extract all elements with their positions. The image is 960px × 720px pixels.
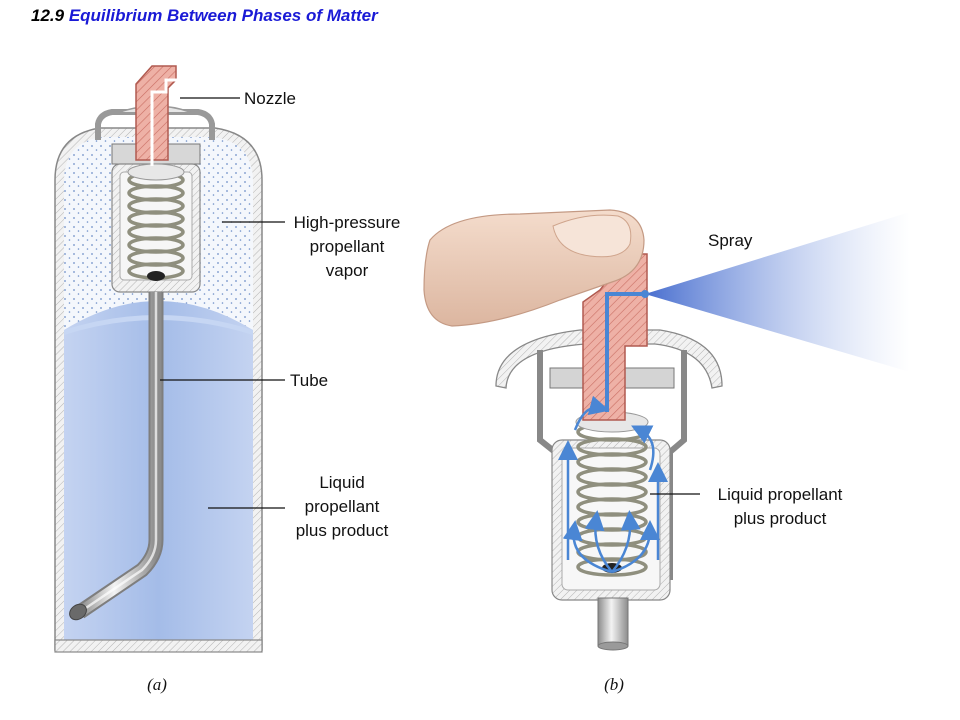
section-title: Equilibrium Between Phases of Matter (68, 6, 378, 25)
label-liquid-b-line-2: plus product (734, 509, 827, 528)
spray-cone (645, 212, 910, 372)
panel-b (423, 209, 910, 651)
leader-lines-a (160, 97, 285, 509)
caption-a: (a) (147, 675, 167, 694)
label-vapor-line-1: High-pressure (294, 213, 401, 232)
fingernail (552, 214, 632, 258)
nozzle-channel-b (605, 292, 645, 412)
label-spray: Spray (708, 231, 753, 250)
label-vapor-line-2: propellant (310, 237, 385, 256)
flow-arrows (558, 395, 668, 574)
section-number: 12.9 (31, 6, 65, 25)
label-liquid-b-line-1: Liquid propellant (718, 485, 843, 504)
label-tube: Tube (290, 371, 328, 390)
panel-a (54, 65, 285, 653)
label-liquid-a-line-2: propellant (305, 497, 380, 516)
label-vapor-line-3: vapor (326, 261, 369, 280)
section-header: 12.9 Equilibrium Between Phases of Matte… (31, 6, 378, 26)
caption-b: (b) (604, 675, 624, 694)
label-liquid-a-line-1: Liquid (319, 473, 364, 492)
spring-a (127, 171, 185, 280)
label-liquid-a-line-3: plus product (296, 521, 389, 540)
label-nozzle: Nozzle (244, 89, 296, 108)
